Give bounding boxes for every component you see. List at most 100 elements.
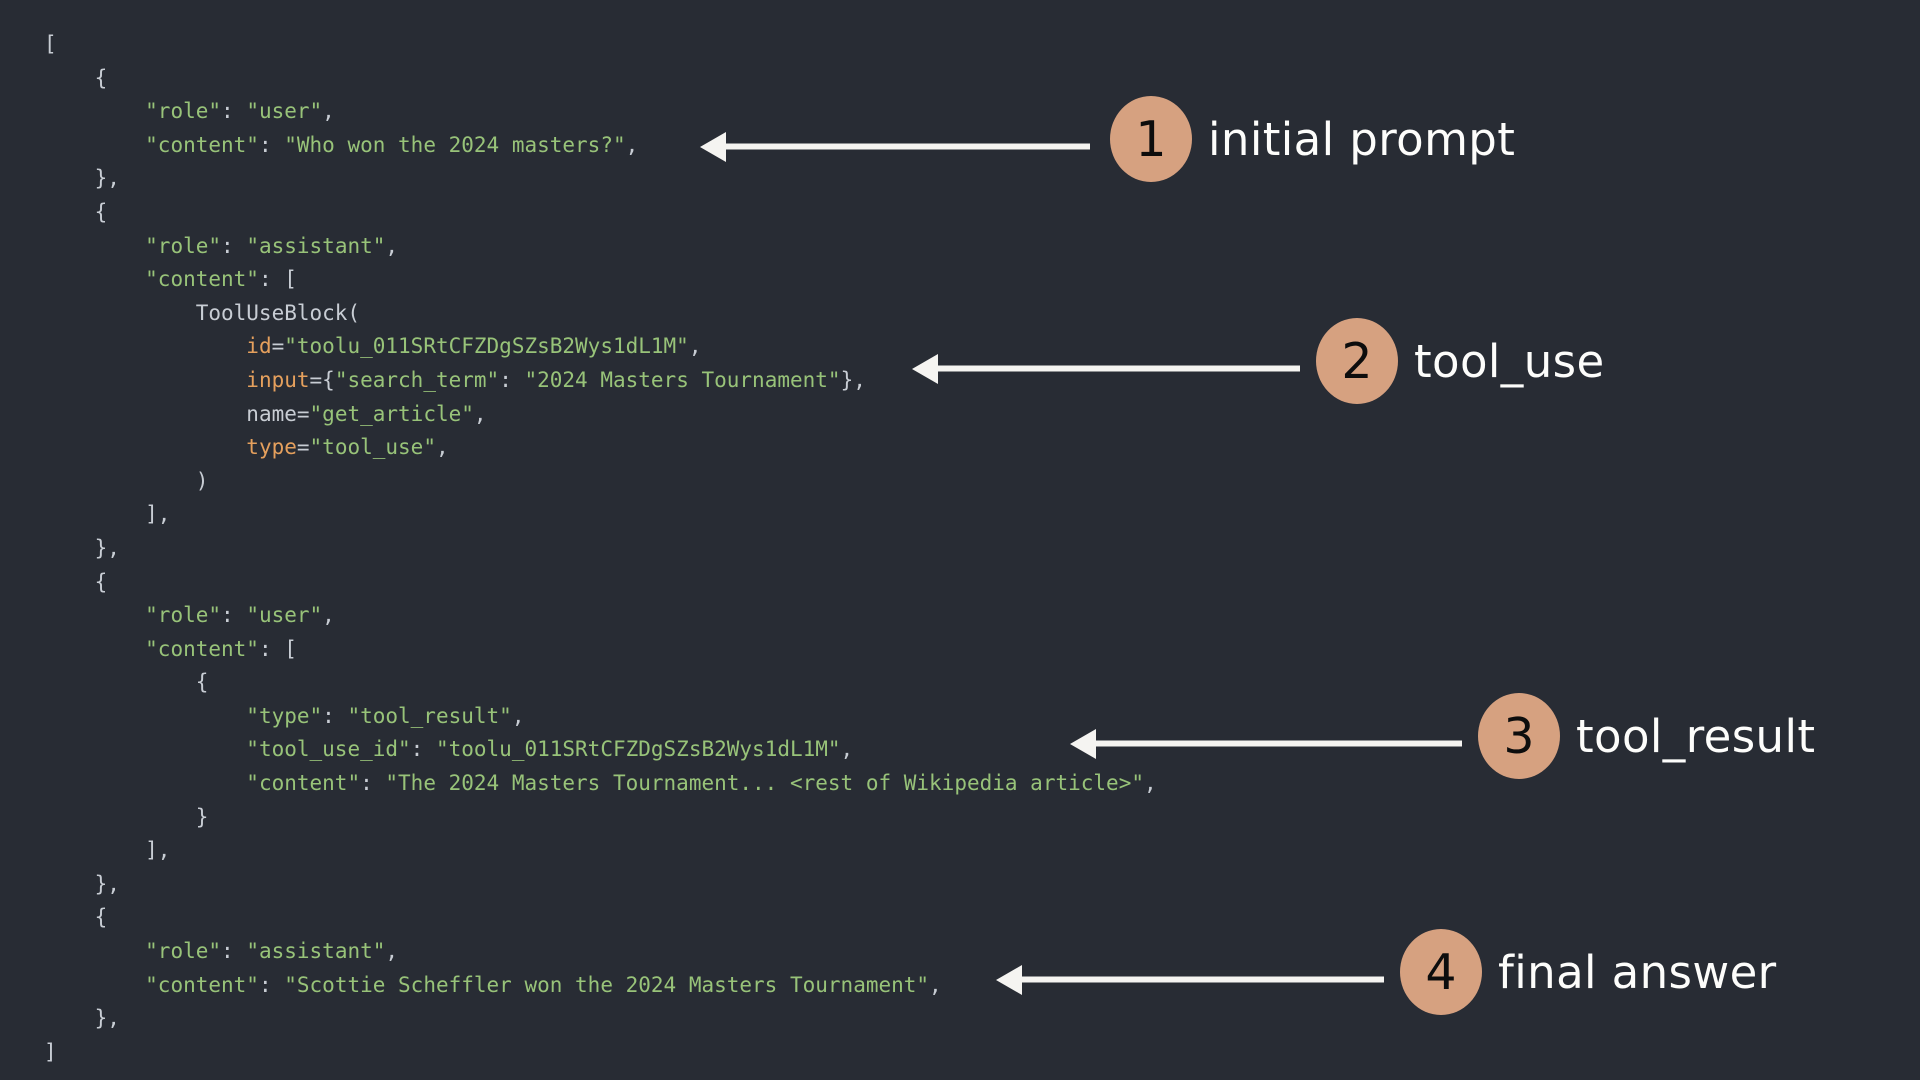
code-line: name="get_article", (44, 398, 1157, 432)
code-token: name (246, 401, 297, 426)
code-line: id="toolu_011SRtCFZDgSZsB2Wys1dL1M", (44, 330, 1157, 364)
code-token: { (94, 569, 108, 594)
code-token: = (296, 401, 310, 426)
code-token: }, (94, 871, 120, 896)
code-token: "content" (246, 771, 361, 796)
code-token: = (296, 435, 310, 460)
annotation-arrow-3 (1070, 724, 1462, 764)
code-token: : (221, 99, 247, 124)
code-line: { (44, 196, 1157, 230)
code-token: [ (44, 32, 57, 56)
code-token: : (221, 939, 247, 964)
code-line: ToolUseBlock( (44, 297, 1157, 331)
code-token: }, (94, 535, 120, 560)
code-token: type (246, 435, 297, 460)
code-line: ], (44, 834, 1157, 868)
code-token: "content" (145, 636, 259, 661)
code-token: "2024 Masters Tournament" (524, 367, 841, 392)
code-token: [ (284, 636, 297, 661)
code-token: "content" (145, 267, 259, 292)
code-line: "tool_use_id": "toolu_011SRtCFZDgSZsB2Wy… (44, 733, 1157, 767)
code-token: "The 2024 Masters Tournament... <rest of… (385, 771, 1144, 796)
annotation-arrow-1 (700, 127, 1090, 167)
code-line: "content": [ (44, 633, 1157, 667)
code-token: , (435, 435, 449, 460)
code-token: "Who won the 2024 masters?" (284, 132, 626, 157)
code-token: { (94, 65, 108, 90)
code-token: input (246, 367, 310, 392)
code-line: { (44, 666, 1157, 700)
annotation-label-1: initial prompt (1208, 112, 1516, 166)
code-line: "content": [ (44, 263, 1157, 297)
code-token: "toolu_011SRtCFZDgSZsB2Wys1dL1M" (284, 334, 689, 359)
code-token: } (195, 804, 209, 829)
code-token: : (322, 703, 348, 728)
annotation-arrow-4 (996, 960, 1384, 1000)
code-line: { (44, 566, 1157, 600)
code-token: "user" (246, 603, 323, 628)
code-token: : (258, 267, 285, 292)
code-line: type="tool_use", (44, 431, 1157, 465)
code-token: }, (94, 1006, 120, 1031)
code-token: "assistant" (246, 939, 386, 964)
code-token: , (473, 401, 487, 426)
code-token: }, (840, 367, 866, 392)
code-token: , (511, 703, 525, 728)
code-token: ], (145, 838, 171, 863)
code-line: "role": "assistant", (44, 230, 1157, 264)
code-token: , (688, 334, 702, 359)
code-token: , (322, 603, 335, 628)
code-token: "tool_result" (347, 703, 512, 728)
code-token: "assistant" (246, 233, 386, 258)
code-token: "tool_use_id" (246, 737, 411, 762)
annotation-badge-1: 1 (1110, 96, 1192, 182)
annotation-1: 1 initial prompt (1110, 96, 1515, 182)
code-line: }, (44, 868, 1157, 902)
code-line: "content": "The 2024 Masters Tournament.… (44, 767, 1157, 801)
code-line: ) (44, 465, 1157, 499)
code-token: "role" (145, 233, 222, 258)
code-line: }, (44, 1002, 1157, 1036)
code-token: { (94, 905, 108, 930)
code-token: "role" (145, 99, 222, 124)
code-token: "role" (145, 939, 222, 964)
code-token: , (625, 132, 639, 157)
code-token: , (385, 233, 399, 258)
annotation-label-2: tool_use (1414, 334, 1605, 388)
code-line: "content": "Who won the 2024 masters?", (44, 129, 1157, 163)
code-line: "content": "Scottie Scheffler won the 20… (44, 969, 1157, 1003)
code-token: : (499, 367, 525, 392)
conversation-code-block: [ { "role": "user", "content": "Who won … (44, 28, 1157, 1069)
code-token: : (221, 233, 247, 258)
code-line: input={"search_term": "2024 Masters Tour… (44, 364, 1157, 398)
code-token: { (195, 670, 209, 695)
code-token: ] (44, 1039, 57, 1064)
code-token: : (221, 603, 247, 628)
code-token: , (1143, 771, 1157, 796)
code-token: , (322, 99, 335, 124)
code-token: : (360, 771, 386, 796)
annotation-4: 4 final answer (1400, 929, 1777, 1015)
code-token: "Scottie Scheffler won the 2024 Masters … (284, 972, 930, 997)
code-line: "role": "assistant", (44, 935, 1157, 969)
code-line: }, (44, 162, 1157, 196)
code-line: } (44, 801, 1157, 835)
code-token: : (258, 636, 285, 661)
code-line: ] (44, 1036, 1157, 1070)
code-token: "tool_use" (309, 435, 436, 460)
code-token: ={ (309, 367, 335, 392)
code-token: "user" (246, 99, 323, 124)
code-token: , (840, 737, 854, 762)
code-line: "role": "user", (44, 95, 1157, 129)
code-token: , (385, 939, 399, 964)
annotation-arrow-2 (912, 349, 1300, 389)
code-token: "get_article" (309, 401, 474, 426)
annotation-label-3: tool_result (1576, 709, 1816, 763)
code-token: : (258, 972, 285, 997)
annotation-label-4: final answer (1498, 945, 1777, 999)
annotation-badge-4: 4 (1400, 929, 1482, 1015)
code-token: "type" (246, 703, 323, 728)
code-token: : (258, 132, 285, 157)
code-token: { (94, 199, 108, 224)
